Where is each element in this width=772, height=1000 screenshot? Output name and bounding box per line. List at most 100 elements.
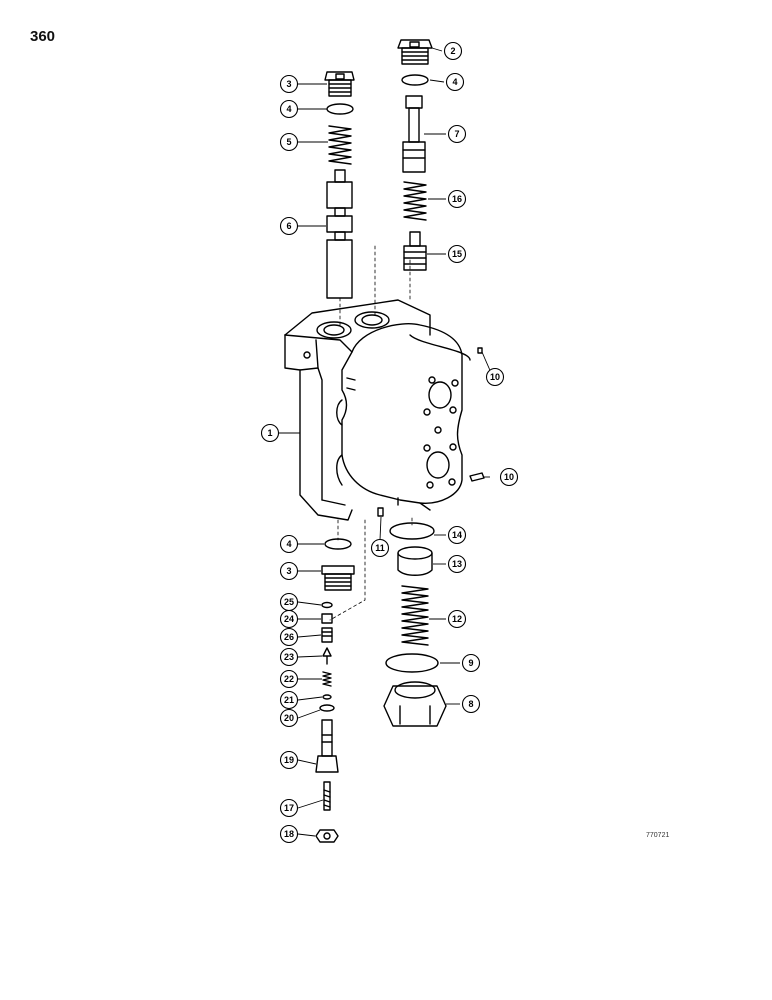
pin-part xyxy=(477,347,483,354)
plunger-part xyxy=(403,231,427,271)
callout-c4c: 4 xyxy=(279,534,299,554)
callout-c5: 5 xyxy=(279,132,299,152)
callout-label: 17 xyxy=(284,803,294,813)
callout-c26: 26 xyxy=(279,627,299,647)
poppet-part xyxy=(322,647,332,665)
callout-label: 4 xyxy=(286,539,291,549)
callout-c21: 21 xyxy=(279,690,299,710)
adjuster-body-part xyxy=(315,719,339,773)
piston-cup-part xyxy=(397,546,433,576)
spring-part xyxy=(328,125,352,165)
callout-label: 25 xyxy=(284,597,294,607)
callout-circle xyxy=(279,750,299,770)
callout-circle xyxy=(485,367,505,387)
callout-c17: 17 xyxy=(279,798,299,818)
piston-part xyxy=(402,95,426,173)
callout-circle xyxy=(279,824,299,844)
callout-c3a: 3 xyxy=(279,74,299,94)
spring-small-part xyxy=(322,671,332,687)
callout-c12: 12 xyxy=(447,609,467,629)
large-plug-part xyxy=(383,681,447,727)
callout-c16: 16 xyxy=(447,189,467,209)
callout-c25: 25 xyxy=(279,592,299,612)
washer-part xyxy=(321,601,333,609)
callout-label: 3 xyxy=(286,566,291,576)
callout-label: 1 xyxy=(267,428,272,438)
callout-label: 4 xyxy=(452,77,457,87)
callout-c10a: 10 xyxy=(485,367,505,387)
o-ring-part xyxy=(385,653,439,673)
callout-label: 14 xyxy=(452,530,462,540)
callout-circle xyxy=(279,690,299,710)
callout-label: 15 xyxy=(452,249,462,259)
callout-label: 21 xyxy=(284,695,294,705)
callout-label: 18 xyxy=(284,829,294,839)
callout-label: 10 xyxy=(490,372,500,382)
callout-label: 16 xyxy=(452,194,462,204)
callout-circle xyxy=(279,592,299,612)
spool-part xyxy=(326,169,353,299)
callout-circle xyxy=(279,99,299,119)
callout-circle xyxy=(447,189,467,209)
o-ring-part xyxy=(401,74,429,86)
callout-c2: 2 xyxy=(443,41,463,61)
callout-label: 3 xyxy=(286,79,291,89)
o-ring-part xyxy=(326,103,354,115)
o-ring-part xyxy=(324,538,352,550)
callout-circle xyxy=(447,244,467,264)
o-ring-part xyxy=(319,704,335,712)
callout-label: 23 xyxy=(284,652,294,662)
callout-circle xyxy=(461,694,481,714)
callout-c9: 9 xyxy=(461,653,481,673)
callout-c20: 20 xyxy=(279,708,299,728)
callout-c18: 18 xyxy=(279,824,299,844)
callout-label: 20 xyxy=(284,713,294,723)
callout-circle xyxy=(279,132,299,152)
callout-circle xyxy=(279,534,299,554)
callout-c10b: 10 xyxy=(499,467,519,487)
callout-c6: 6 xyxy=(279,216,299,236)
callout-label: 24 xyxy=(284,614,294,624)
callout-label: 13 xyxy=(452,559,462,569)
callout-circle xyxy=(447,124,467,144)
callout-c4a: 4 xyxy=(445,72,465,92)
callout-circle xyxy=(461,653,481,673)
seat-part xyxy=(321,627,333,643)
valve-body-part xyxy=(284,299,471,521)
o-ring-part xyxy=(389,522,435,540)
callout-c15: 15 xyxy=(447,244,467,264)
figure-reference-code: 770721 xyxy=(646,832,670,839)
callout-label: 11 xyxy=(375,543,385,553)
callout-label: 9 xyxy=(468,658,473,668)
callout-c8: 8 xyxy=(461,694,481,714)
callout-circle xyxy=(447,554,467,574)
callout-c14: 14 xyxy=(447,525,467,545)
callout-c22: 22 xyxy=(279,669,299,689)
callout-circle xyxy=(445,72,465,92)
nut-part xyxy=(321,613,333,624)
spring-part xyxy=(401,585,429,646)
callout-circle xyxy=(279,708,299,728)
pin-part xyxy=(377,507,384,517)
callout-circle xyxy=(447,609,467,629)
callout-circle xyxy=(260,423,280,443)
callout-c3b: 3 xyxy=(279,561,299,581)
callout-label: 8 xyxy=(468,699,473,709)
callout-circle xyxy=(279,669,299,689)
plug-part xyxy=(397,39,433,65)
page-number: 360 xyxy=(30,28,56,45)
callout-label: 4 xyxy=(286,104,291,114)
callout-circle xyxy=(279,216,299,236)
callout-circle xyxy=(443,41,463,61)
callout-c13: 13 xyxy=(447,554,467,574)
callout-label: 10 xyxy=(504,472,514,482)
callout-c23: 23 xyxy=(279,647,299,667)
plug-part xyxy=(324,71,355,97)
callout-label: 19 xyxy=(284,755,294,765)
callout-c19: 19 xyxy=(279,750,299,770)
callout-circle xyxy=(279,647,299,667)
lock-nut-part xyxy=(315,829,339,843)
callout-circle xyxy=(279,798,299,818)
callout-c11: 11 xyxy=(370,538,390,558)
pin-part xyxy=(469,472,485,482)
